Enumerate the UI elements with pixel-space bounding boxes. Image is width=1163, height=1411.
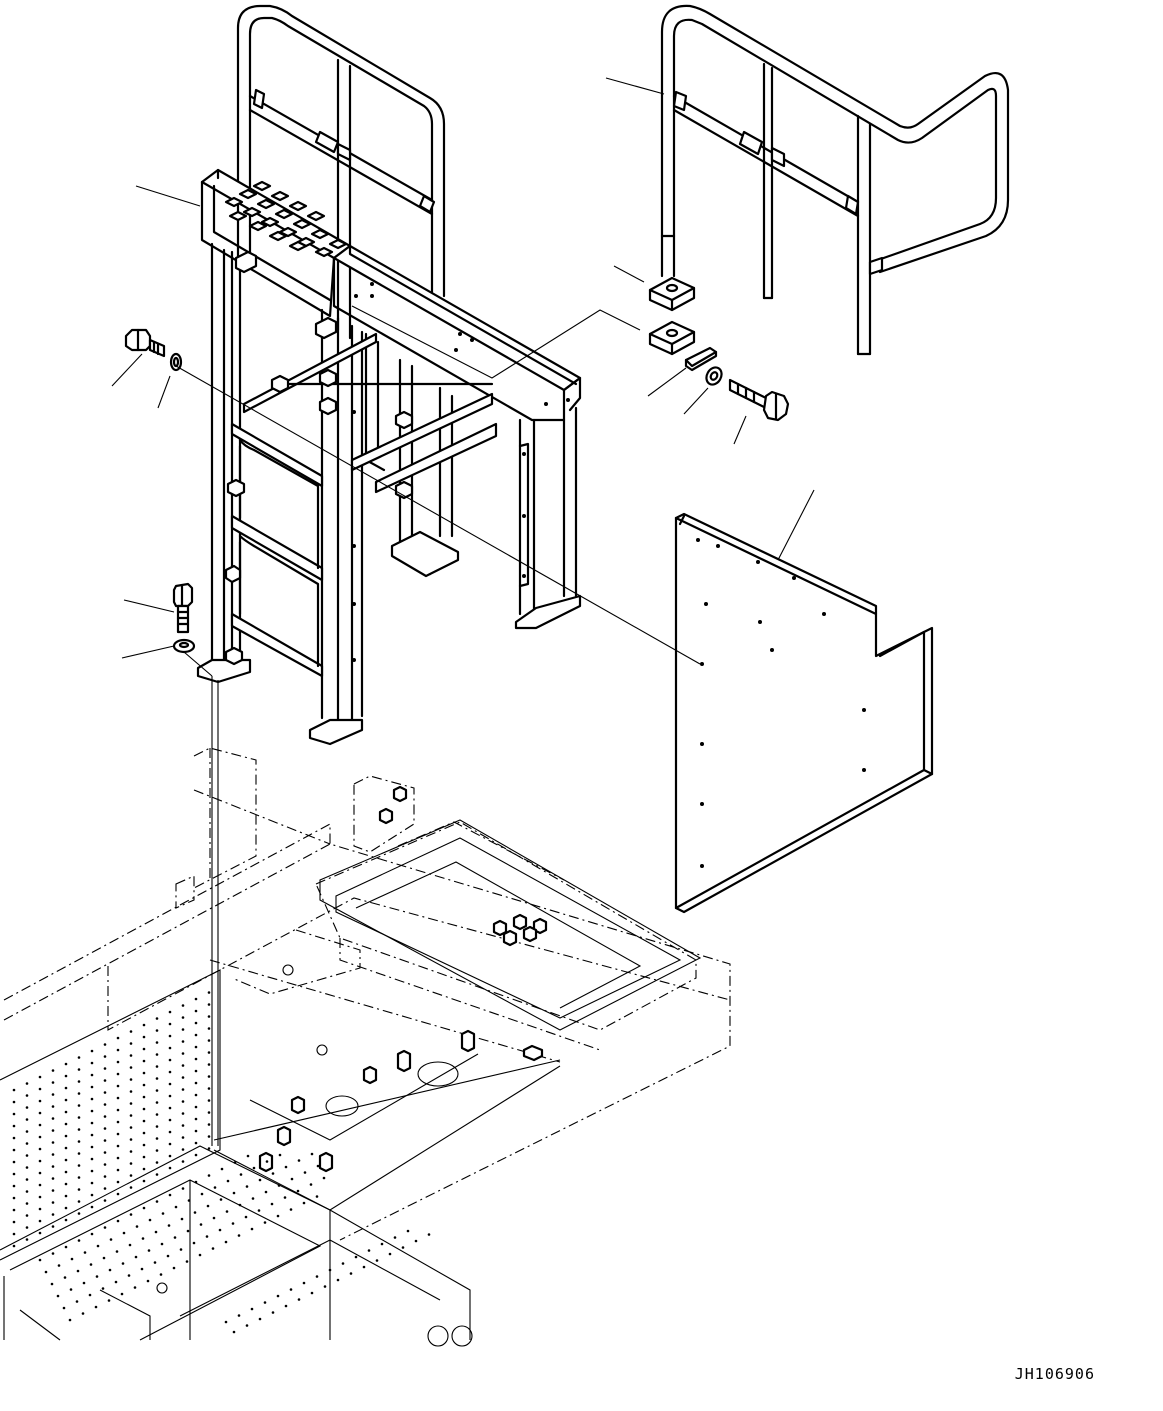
side-cover-plate-icon xyxy=(674,512,934,914)
clamp-block-icon xyxy=(648,234,696,312)
bolt-icon-lower xyxy=(172,582,194,634)
shim-plate-icon xyxy=(684,346,718,372)
leader-lines xyxy=(111,77,815,659)
handrail-right-icon xyxy=(660,4,1010,356)
deck-perforation-dots xyxy=(12,991,431,1334)
step-grating-holes xyxy=(224,180,348,258)
step-ladder-frame-icon xyxy=(196,168,582,746)
handrail-left-icon xyxy=(236,4,446,340)
alignment-lines xyxy=(175,305,701,1146)
machine-base-deck-icon xyxy=(0,747,731,1347)
bolt-icon xyxy=(124,328,166,358)
washer-icon-lower xyxy=(172,638,196,654)
clamp-block-icon-lower xyxy=(648,320,696,356)
figure-code: JH106906 xyxy=(1014,1365,1095,1383)
bolt-icon-right xyxy=(728,378,790,422)
washer-icon xyxy=(169,352,183,372)
washer-icon-right xyxy=(705,366,723,386)
